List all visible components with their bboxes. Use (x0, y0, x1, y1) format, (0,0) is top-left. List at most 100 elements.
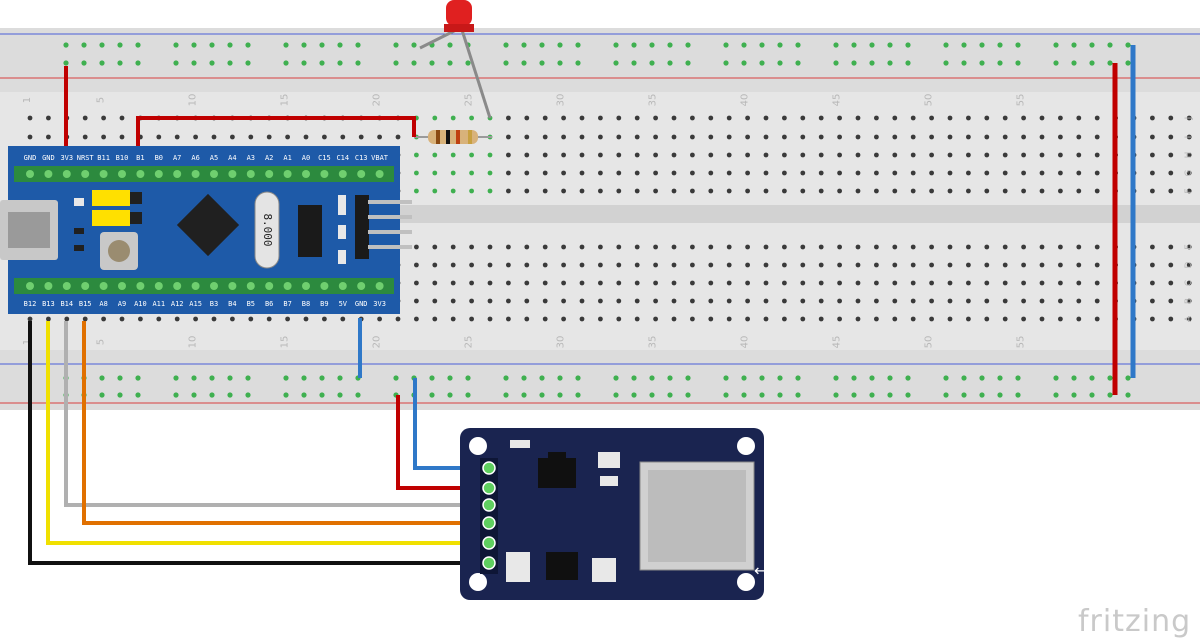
breadboard-hole (984, 170, 990, 176)
wire-sd-miso (64, 321, 488, 507)
breadboard-hole (1021, 152, 1026, 158)
breadboard-hole (1021, 316, 1026, 322)
breadboard-hole (211, 316, 217, 322)
breadboard-hole (892, 298, 898, 304)
breadboard-hole (1150, 134, 1155, 140)
breadboard-hole (653, 134, 658, 140)
rail-hole (245, 375, 251, 381)
mcu-pin-label: B10 (116, 154, 129, 162)
breadboard-hole (1058, 134, 1063, 140)
breadboard-hole (1186, 170, 1192, 176)
breadboard-hole (726, 115, 732, 121)
breadboard-hole (874, 280, 879, 286)
breadboard-hole (947, 316, 953, 322)
breadboard-hole (653, 280, 658, 286)
breadboard-hole (763, 262, 769, 268)
breadboard-hole (1021, 134, 1026, 140)
breadboard-hole (1058, 280, 1063, 286)
breadboard-hole (671, 188, 677, 194)
breadboard-hole (929, 262, 934, 268)
breadboard-hole (579, 134, 585, 140)
rail-hole (319, 375, 325, 381)
breadboard-hole (266, 134, 272, 140)
rail-hole (833, 42, 839, 48)
breadboard-hole (524, 188, 530, 194)
rail-hole (209, 392, 215, 398)
breadboard-hole (432, 316, 438, 322)
breadboard-hole (966, 134, 971, 140)
breadboard-hole (910, 170, 916, 176)
breadboard-hole (910, 188, 916, 194)
rail-hole (117, 60, 123, 66)
rail-hole (613, 375, 619, 381)
mcu-header-pin (357, 170, 366, 178)
breadboard-hole (414, 316, 419, 322)
breadboard-hole (800, 152, 806, 158)
row-letter: B (1184, 298, 1194, 304)
breadboard-hole (800, 280, 806, 286)
breadboard-hole (561, 316, 566, 322)
breadboard-hole (119, 134, 125, 140)
breadboard-hole (1150, 152, 1155, 158)
rail-hole (503, 60, 509, 66)
rail-hole (943, 60, 949, 66)
wire-sd-sck (46, 321, 488, 545)
breadboard-hole (432, 115, 438, 121)
breadboard-hole (561, 134, 566, 140)
breadboard-hole (303, 316, 309, 322)
mcu-header-pin (246, 170, 255, 178)
breadboard-hole (1002, 134, 1008, 140)
rail-hole (631, 60, 637, 66)
column-number: 25 (464, 94, 475, 107)
rail-hole (869, 392, 875, 398)
rail-hole (539, 392, 545, 398)
rail-hole (465, 60, 471, 66)
breadboard-hole (892, 115, 898, 121)
rail-hole (539, 60, 545, 66)
breadboard-hole (984, 280, 990, 286)
breadboard-hole (414, 298, 419, 304)
breadboard-hole (598, 115, 603, 121)
breadboard-hole (984, 134, 990, 140)
mcu-pin-label: B9 (320, 300, 328, 308)
wire-sd-vcc (396, 395, 488, 490)
breadboard-hole (634, 115, 640, 121)
mcu-header-pin (191, 282, 200, 290)
rail-hole (1107, 42, 1113, 48)
breadboard-hole (506, 170, 511, 176)
breadboard-hole (1094, 298, 1100, 304)
breadboard-hole (1168, 298, 1174, 304)
rail-hole (1089, 60, 1095, 66)
rail-hole (301, 392, 307, 398)
rail-hole (575, 375, 581, 381)
breadboard-hole (64, 316, 70, 322)
rail-hole (1089, 392, 1095, 398)
breadboard-hole (800, 298, 806, 304)
breadboard-hole (653, 170, 658, 176)
breadboard-hole (561, 170, 566, 176)
breadboard-hole (874, 262, 879, 268)
breadboard-hole (542, 262, 548, 268)
mcu-header-pin (338, 282, 347, 290)
row-letter: J (1184, 117, 1194, 121)
mcu-pin-label: A10 (134, 300, 147, 308)
breadboard-hole (1094, 316, 1100, 322)
sd-card-module: ← (460, 428, 767, 600)
rail-hole (795, 60, 801, 66)
rail-hole (759, 60, 765, 66)
column-number: 45 (832, 94, 843, 107)
breadboard-hole (506, 152, 511, 158)
breadboard-hole (653, 188, 658, 194)
breadboard-hole (1002, 170, 1008, 176)
mcu-header-pin (210, 170, 218, 178)
rail-hole (319, 392, 325, 398)
rail-hole (429, 60, 435, 66)
mcu-pin-label: GND (42, 154, 55, 162)
rail-hole (613, 60, 619, 66)
rail-hole (741, 375, 747, 381)
breadboard-hole (929, 188, 934, 194)
breadboard-hole (561, 115, 566, 121)
rail-hole (631, 392, 637, 398)
breadboard-hole (616, 298, 622, 304)
breadboard-hole (1002, 298, 1008, 304)
